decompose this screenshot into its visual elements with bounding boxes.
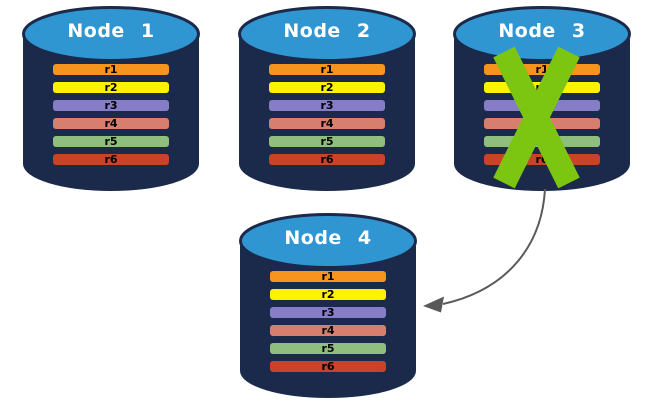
- record-label: r6: [320, 153, 334, 166]
- record-bar: r6: [269, 154, 385, 165]
- node-title: Node 2: [283, 20, 371, 42]
- node-title: Node 1: [67, 20, 155, 42]
- record-list: r1 r2 r3 r4 r5 r6: [269, 64, 385, 172]
- record-bar: r4: [269, 118, 385, 129]
- record-label: r1: [320, 63, 334, 76]
- record-bar: r4: [270, 325, 386, 336]
- record-list: r1 r2 r3 r4 r5 r6: [270, 271, 386, 379]
- record-bar: r3: [270, 307, 386, 318]
- record-label: r6: [104, 153, 118, 166]
- record-label: r1: [104, 63, 118, 76]
- record-label: r2: [321, 288, 335, 301]
- record-bar: r6: [270, 361, 386, 372]
- record-bar: r2: [53, 82, 169, 93]
- arrowhead-icon: [423, 296, 444, 313]
- record-label: r3: [320, 99, 334, 112]
- record-bar: r4: [53, 118, 169, 129]
- record-bar: r5: [270, 343, 386, 354]
- db-node-4: Node 4 r1 r2 r3 r4 r5 r6: [239, 211, 417, 399]
- record-label: r5: [321, 342, 335, 355]
- record-label: r2: [320, 81, 334, 94]
- record-label: r1: [321, 270, 335, 283]
- record-bar: r1: [269, 64, 385, 75]
- record-bar: r2: [270, 289, 386, 300]
- record-list: r1 r2 r3 r4 r5 r6: [53, 64, 169, 172]
- record-bar: r1: [53, 64, 169, 75]
- record-label: r4: [321, 324, 335, 337]
- record-bar: r5: [53, 136, 169, 147]
- record-bar: r6: [53, 154, 169, 165]
- record-bar: r1: [270, 271, 386, 282]
- record-label: r4: [320, 117, 334, 130]
- record-label: r2: [104, 81, 118, 94]
- record-bar: r5: [269, 136, 385, 147]
- node-title: Node 4: [284, 227, 372, 249]
- record-bar: r2: [269, 82, 385, 93]
- record-label: r3: [104, 99, 118, 112]
- record-bar: r3: [269, 100, 385, 111]
- record-label: r5: [104, 135, 118, 148]
- db-node-1: Node 1 r1 r2 r3 r4 r5 r6: [22, 4, 200, 192]
- record-label: r4: [104, 117, 118, 130]
- node-title: Node 3: [498, 20, 586, 42]
- db-node-2: Node 2 r1 r2 r3 r4 r5 r6: [238, 4, 416, 192]
- record-label: r3: [321, 306, 335, 319]
- record-label: r5: [320, 135, 334, 148]
- record-label: r6: [321, 360, 335, 373]
- record-bar: r3: [53, 100, 169, 111]
